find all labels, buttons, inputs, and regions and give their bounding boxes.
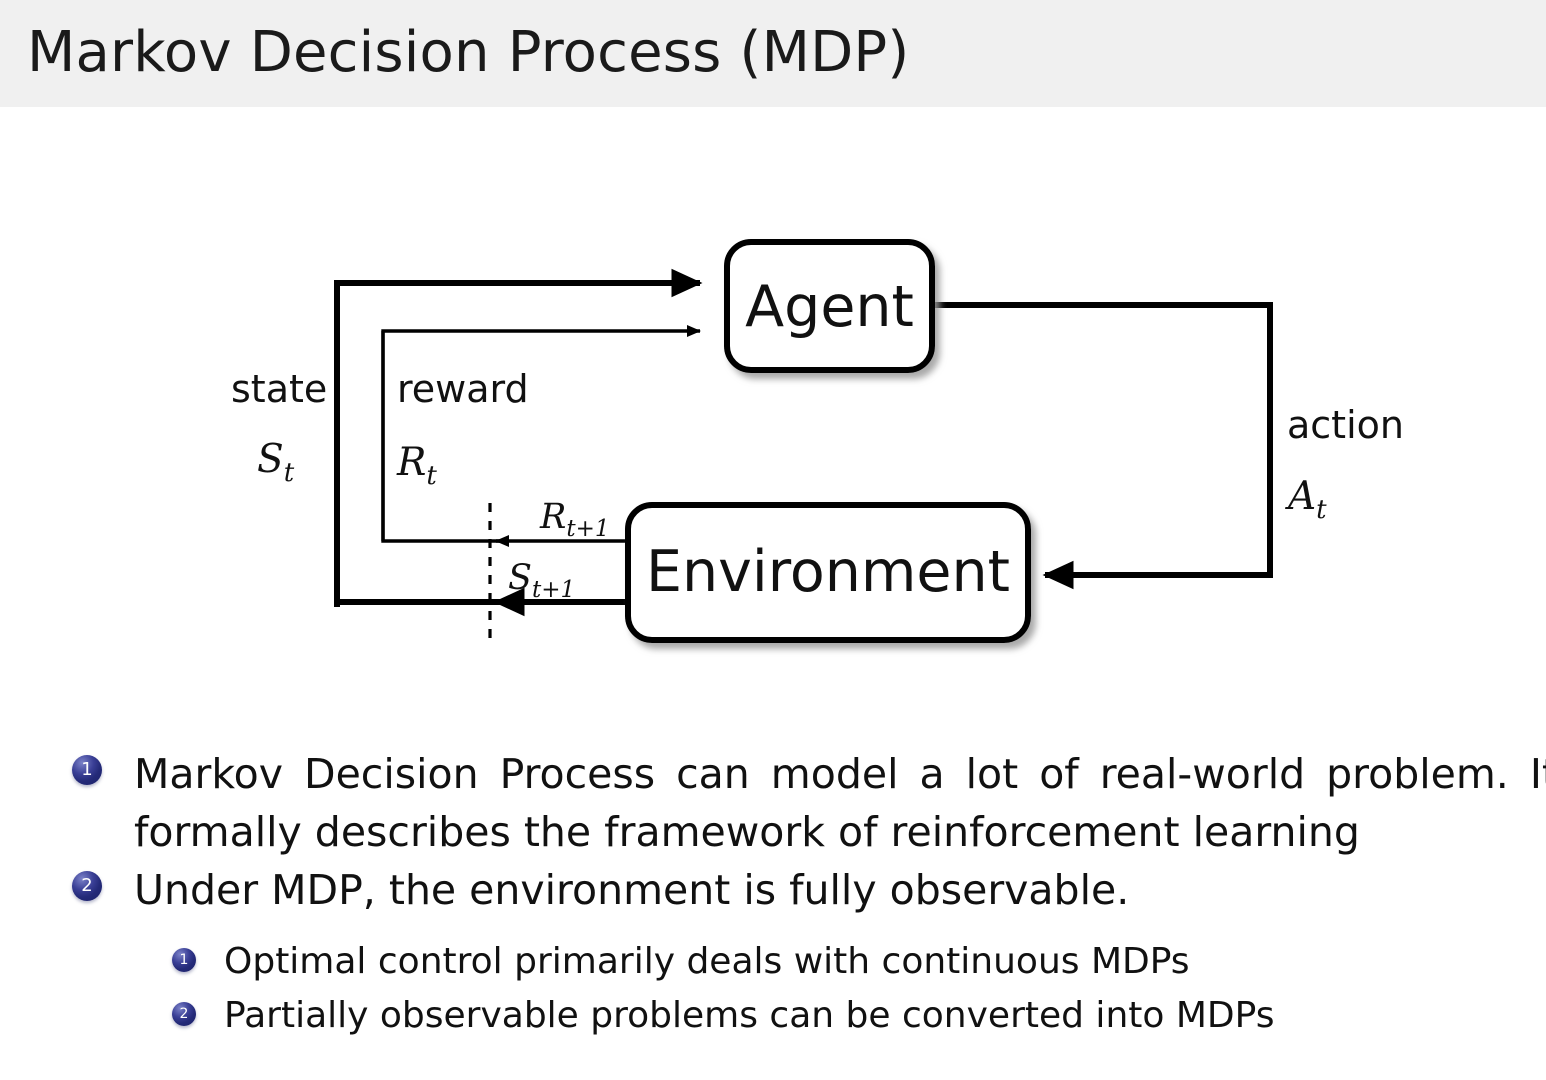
node-environment-label: Environment [646,539,1010,605]
list-item-text: Markov Decision Process can model a lot … [134,745,1546,861]
page-title: Markov Decision Process (MDP) [27,20,910,85]
slide-header-band: Markov Decision Process (MDP) [0,0,1546,107]
label-reward-symbol: Rt [396,440,437,491]
sub-bullet-badge-2: 2 [172,1002,196,1026]
list-item-line: Markov Decision Process can model a lot … [134,750,1546,798]
edge-state-loop [334,268,703,607]
label-action: action At [1285,403,1404,525]
bullet-badge-1: 1 [72,755,102,785]
node-agent-label: Agent [745,274,914,340]
label-reward-next: Rt+1 [539,497,610,542]
bullet-badge-2: 2 [72,871,102,901]
label-state-symbol: St [257,437,295,488]
list-item-text: Under MDP, the environment is fully obse… [134,861,1129,919]
label-reward: reward Rt [396,367,529,491]
label-action-symbol: At [1285,474,1327,525]
label-state-next: St+1 [508,558,575,603]
mdp-interaction-diagram: Agent Environment state St reward Rt act… [0,107,1546,717]
label-action-word: action [1287,403,1404,447]
label-state-word: state [231,367,327,411]
sub-list-item-text: Partially observable problems can be con… [224,995,1275,1036]
edge-action-loop [932,302,1273,590]
label-state: state St [231,367,327,488]
node-environment[interactable]: Environment [625,502,1031,643]
edge-reward-loop [381,325,702,543]
sub-list-item-text: Optimal control primarily deals with con… [224,941,1190,982]
list-item-line: formally describes the framework of rein… [134,808,1360,856]
list-item-line: Under MDP, the environment is fully obse… [134,866,1130,914]
bullet-list: 1 Markov Decision Process can model a lo… [0,735,1546,1080]
sub-bullet-badge-1: 1 [172,948,196,972]
label-reward-word: reward [397,367,529,411]
node-agent[interactable]: Agent [724,239,935,373]
